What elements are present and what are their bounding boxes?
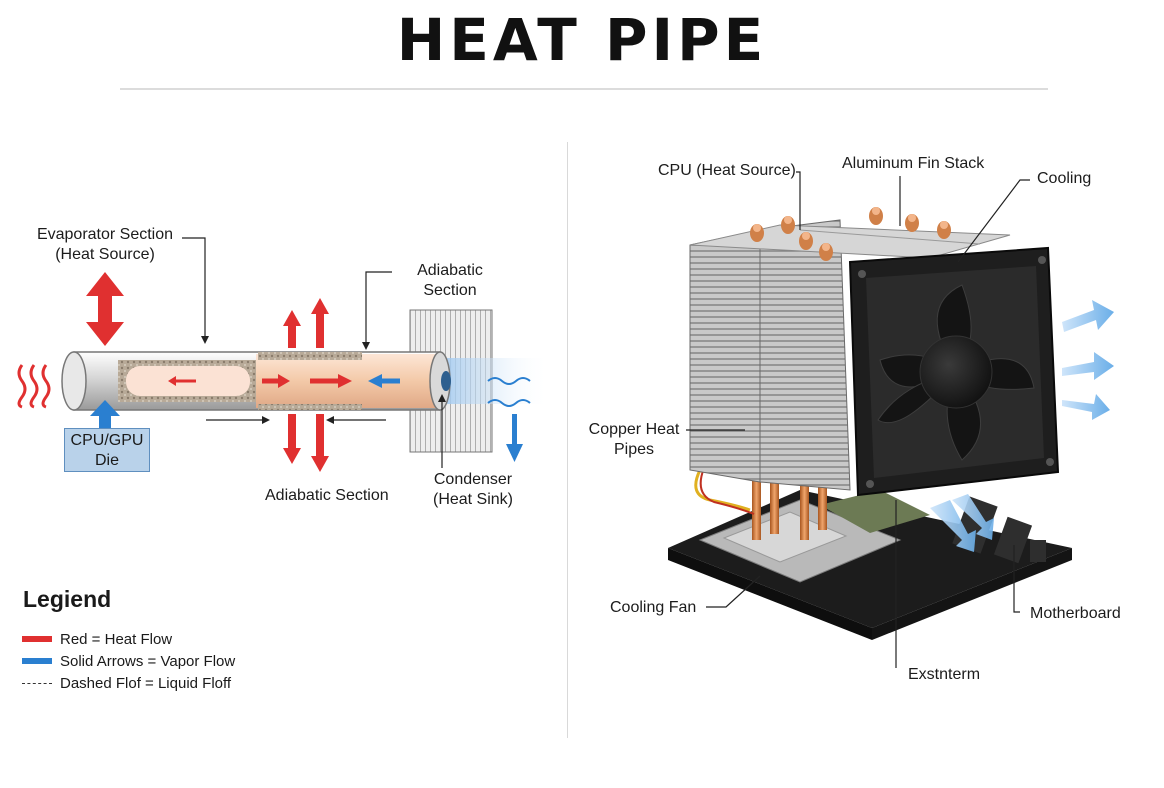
cpu-chip [820, 490, 930, 533]
copper-pipes-label-line2: Pipes [613, 441, 655, 458]
extra-label: Exstnterm [908, 666, 981, 683]
fin-stack-label: Aluminum Fin Stack [842, 155, 985, 172]
evaporator-label-line1: Evaporator Section [36, 226, 174, 243]
legend-swatch-blue [22, 658, 52, 664]
fin-stack-middle [759, 219, 851, 491]
adiabatic-top-label-line2: Section [423, 282, 477, 299]
pipe-tips [750, 207, 951, 261]
page-title: HEAT PIPE [396, 6, 768, 74]
fan-screws [858, 256, 1054, 488]
die-label-line2: Die [94, 452, 119, 469]
die-vapor-arrow [90, 400, 120, 428]
leader-lines [182, 237, 443, 468]
leader-arrowheads [201, 336, 446, 424]
heat-pipe-diagram [17, 237, 550, 472]
cooling-fan-label: Cooling Fan [610, 599, 697, 616]
airflow-arrows-right [1062, 300, 1114, 420]
legend-text-liquid: Dashed Flof = Liquid Floff [60, 674, 232, 692]
condenser-vapor-arrow [506, 414, 523, 462]
heat-wave-1 [17, 364, 27, 409]
pipe-end-cap [61, 351, 87, 411]
copper-pipes-lower [752, 470, 827, 540]
legend-text-heat: Red = Heat Flow [60, 630, 173, 648]
adiabatic-heat-arrows [283, 298, 329, 472]
condenser-label-line1: Condenser [433, 471, 513, 488]
evaporator-heat-arrow [86, 272, 124, 346]
wick-top [258, 352, 362, 360]
die-box: CPU/GPU Die [64, 428, 150, 472]
motherboard-label: Motherboard [1030, 605, 1121, 622]
motherboard-edge-side [872, 548, 1072, 640]
legend-item-liquid: Dashed Flof = Liquid Floff [22, 673, 231, 693]
condenser-label: Condenser (Heat Sink) [418, 470, 528, 510]
fin-stack-top [689, 224, 1011, 259]
legend-text-vapor: Solid Arrows = Vapor Flow [60, 652, 236, 670]
adiabatic-bottom-label: Adiabatic Section [265, 487, 389, 504]
copper-pipes-label: Copper Heat Pipes [582, 420, 686, 460]
title-divider [120, 88, 1048, 90]
legend-swatch-red [22, 636, 52, 642]
legend-swatch-dashed [22, 682, 52, 684]
evaporator-label-line2: (Heat Source) [55, 246, 155, 263]
cooling-glow [440, 358, 550, 404]
pipe-port [441, 371, 451, 391]
cooling-label: Cooling [1037, 170, 1092, 187]
motherboard-edge-front [668, 548, 872, 640]
panel-divider [567, 142, 568, 738]
legend-item-heat: Red = Heat Flow [22, 629, 172, 649]
cooling-waves [487, 377, 531, 407]
fin-stack-left [689, 229, 761, 483]
top-seam [799, 229, 981, 245]
adiabatic-top-label: Adiabatic Section [400, 261, 500, 301]
heat-wave-3 [41, 364, 51, 409]
heat-waves [17, 364, 51, 409]
legend-title: Legiend [23, 586, 112, 612]
wick-bottom [258, 404, 362, 410]
evaporator-label: Evaporator Section (Heat Source) [30, 225, 180, 265]
airflow-arrows-down [930, 494, 994, 552]
cpu-heat-source-label: CPU (Heat Source) [658, 162, 796, 179]
right-leader-lines [686, 171, 1030, 668]
heat-wave-2 [29, 364, 39, 409]
die-label-line1: CPU/GPU [70, 432, 144, 449]
mounting-bracket [722, 511, 848, 563]
fan-hub [919, 335, 993, 409]
copper-pipes-label-line1: Copper Heat [588, 421, 680, 438]
adiabatic-top-label-line1: Adiabatic [417, 262, 483, 279]
condenser-label-line2: (Heat Sink) [432, 491, 514, 508]
legend-item-vapor: Solid Arrows = Vapor Flow [22, 651, 235, 671]
internal-arrows [168, 374, 400, 388]
